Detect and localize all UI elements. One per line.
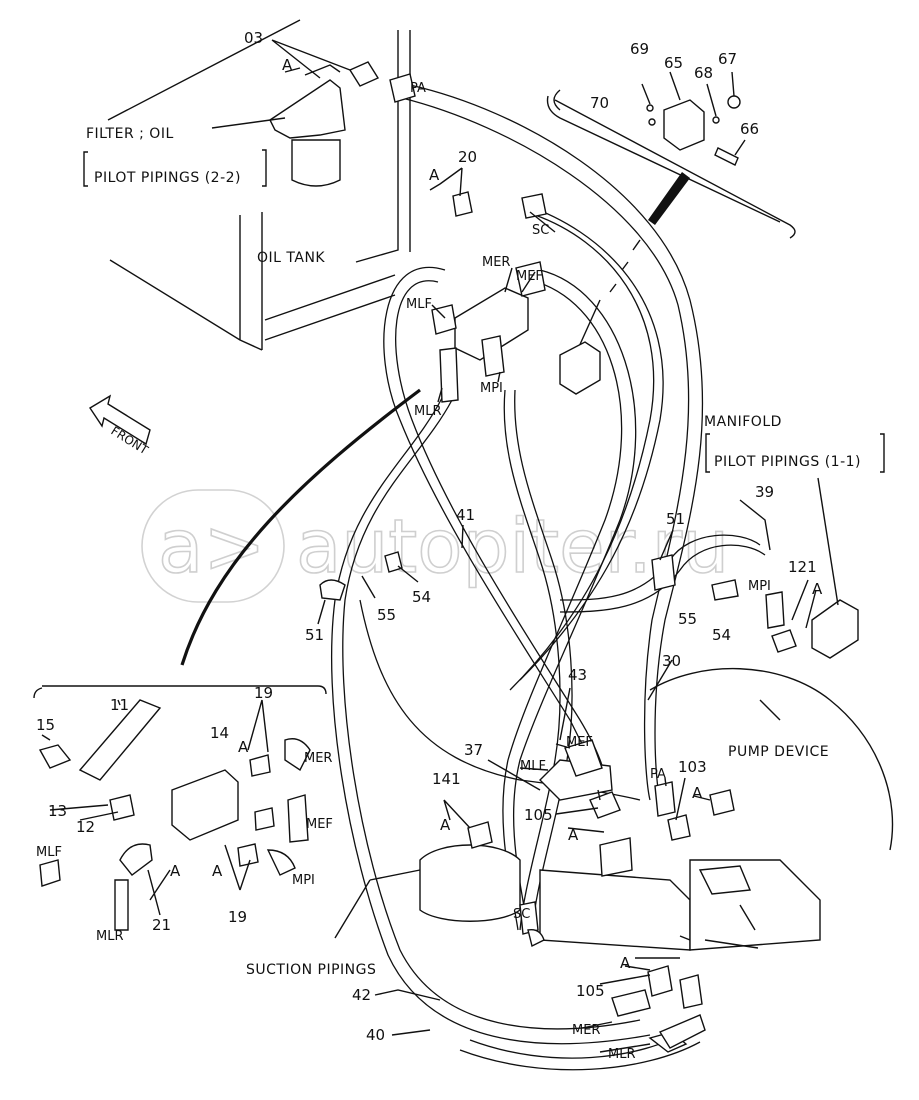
label-MEF-1: MEF (516, 269, 543, 284)
label-MPI-2: MPI (748, 579, 771, 594)
label-MLF-3: MLF (36, 845, 62, 860)
label-41: 41 (456, 506, 475, 524)
label-15: 15 (36, 716, 55, 734)
label-30: 30 (662, 652, 681, 670)
label-MER-2: MER (572, 1023, 600, 1038)
label-14: 14 (210, 724, 229, 742)
label-PA-2: PA (650, 767, 666, 782)
bracket-1 (83, 149, 267, 187)
pilot-manifold (431, 261, 546, 403)
detail-callout-top (546, 71, 796, 361)
label-39: 39 (755, 483, 774, 501)
label-37: 37 (464, 741, 483, 759)
label-A-1: A (282, 56, 293, 74)
label-A-2: A (429, 166, 440, 184)
label-105-1: 105 (524, 806, 553, 824)
label-51-1: 51 (666, 510, 685, 528)
label-51-2: 51 (305, 626, 324, 644)
bracket-2 (705, 433, 885, 473)
pump-device (419, 341, 894, 951)
label-A-8: A (238, 738, 249, 756)
label-67: 67 (718, 50, 737, 68)
label-MER-3: MER (304, 751, 332, 766)
label-105-2: 105 (576, 982, 605, 1000)
label-43: 43 (568, 666, 587, 684)
label-69: 69 (630, 40, 649, 58)
label-A-5: A (440, 816, 451, 834)
label-42: 42 (352, 986, 371, 1004)
label-MLR-3: MLR (96, 929, 124, 944)
label-A-3: A (812, 580, 823, 598)
label-A-4: A (692, 784, 703, 802)
label-54-1: 54 (412, 588, 431, 606)
label-103: 103 (678, 758, 707, 776)
label-SC-2: SC (513, 907, 530, 922)
svg-text:a>: a> (158, 504, 265, 590)
label-MEF-3: MEF (306, 817, 333, 832)
label-MLR-2: MLR (608, 1047, 636, 1062)
label-121: 121 (788, 558, 817, 576)
label-SC-1: SC (532, 223, 549, 238)
label-manifold: MANIFOLD (704, 414, 782, 430)
watermark: a> autopiter.ru (141, 489, 730, 603)
oil-tank (107, 19, 411, 351)
label-filter-oil: FILTER ; OIL (86, 126, 174, 142)
label-66: 66 (740, 120, 759, 138)
label-20: 20 (458, 148, 477, 166)
label-pilot-pipings-1-1: PILOT PIPINGS (1-1) (714, 454, 861, 470)
label-55-1: 55 (377, 606, 396, 624)
label-MPI-3: MPI (292, 873, 315, 888)
label-13: 13 (48, 802, 67, 820)
label-65: 65 (664, 54, 683, 72)
label-oil-tank: OIL TANK (257, 250, 325, 266)
label-PA-1: PA (410, 81, 426, 96)
label-55-2: 55 (678, 610, 697, 628)
label-19-1: 19 (254, 684, 273, 702)
label-03: 03 (244, 29, 263, 47)
label-141: 141 (432, 770, 461, 788)
label-A-6: A (568, 826, 579, 844)
label-54-2: 54 (712, 626, 731, 644)
label-MEF-2: MEF (566, 735, 593, 750)
label-12: 12 (76, 818, 95, 836)
label-11: 11 (110, 696, 129, 714)
front-arrow-icon: FRONT (89, 394, 151, 458)
label-MLF-2: MLF (520, 759, 546, 774)
leader-lines (211, 39, 839, 1053)
labels: 03 A PA FILTER ; OIL PILOT PIPINGS (2-2)… (36, 29, 885, 1062)
label-pilot-pipings-2-2: PILOT PIPINGS (2-2) (94, 170, 241, 186)
label-pump-device: PUMP DEVICE (728, 744, 829, 760)
hoses (331, 84, 766, 1071)
fittings (319, 61, 797, 1053)
label-70: 70 (590, 94, 609, 112)
label-19-2: 19 (228, 908, 247, 926)
label-40: 40 (366, 1026, 385, 1044)
label-A-7: A (620, 954, 631, 972)
label-MLR-1: MLR (414, 404, 442, 419)
label-21: 21 (152, 916, 171, 934)
label-suction-pipings: SUCTION PIPINGS (246, 962, 376, 978)
label-A-9: A (170, 862, 181, 880)
label-A-10: A (212, 862, 223, 880)
label-68: 68 (694, 64, 713, 82)
label-MPI-1: MPI (480, 381, 503, 396)
detail-leader (180, 388, 421, 666)
detail-box-bottom-left (33, 685, 327, 931)
label-MLF-1: MLF (406, 297, 432, 312)
label-MER-1: MER (482, 255, 510, 270)
